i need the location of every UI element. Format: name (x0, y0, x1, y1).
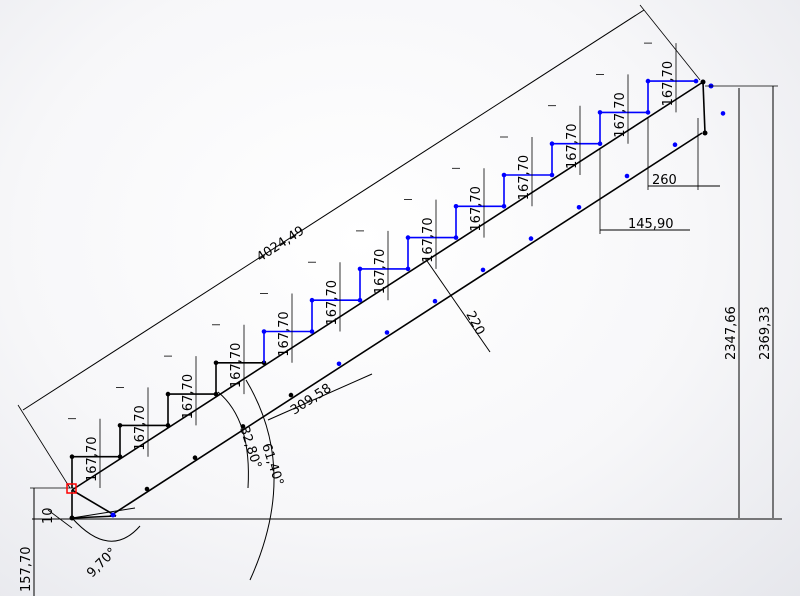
angle-base-arc[interactable] (71, 517, 141, 542)
step-vertex[interactable] (597, 110, 603, 115)
total-length-ext-right (639, 4, 701, 81)
step-vertex[interactable] (213, 391, 219, 397)
stringer-top-line[interactable] (71, 81, 704, 491)
step-vertex[interactable] (165, 391, 171, 397)
height-inner-label[interactable]: 2347,66 (724, 306, 739, 360)
angle-total-arc[interactable] (245, 379, 275, 581)
step-vertex[interactable] (405, 235, 411, 240)
step-vertex[interactable] (405, 266, 411, 272)
rise-dimensions: 167,70 167,70 167,70 167,70 167,70 167,70 167,… (68, 42, 677, 488)
step-vertex[interactable] (261, 329, 267, 334)
stair-steps (69, 78, 726, 521)
stringer-width-label[interactable]: 220 (462, 309, 487, 338)
rise-label[interactable]: 167,70 (229, 343, 244, 389)
top-vertex[interactable] (700, 79, 706, 85)
base-height-label[interactable]: 157,70 (19, 547, 34, 593)
stringer-bottom-line[interactable] (109, 132, 703, 517)
stringer-vertex[interactable] (384, 330, 390, 335)
rise-label[interactable]: 167,70 (85, 437, 100, 483)
rise-label[interactable]: 167,70 (277, 311, 292, 357)
rise-label[interactable]: 167,70 (469, 186, 484, 232)
rise-label[interactable]: 167,70 (565, 124, 580, 170)
stringer-base-bottom[interactable] (71, 515, 117, 519)
rise-label[interactable]: 167,70 (517, 155, 532, 201)
angle-pitch-arc[interactable] (217, 391, 249, 489)
stringer-vertex[interactable] (624, 173, 630, 179)
stringer-top-end[interactable] (702, 81, 706, 134)
stringer-base-diag-2[interactable] (71, 507, 136, 519)
step-vertex[interactable] (453, 204, 459, 209)
stringer-vertex[interactable] (144, 486, 150, 492)
step-vertex[interactable] (357, 266, 363, 272)
stair-stringer-lines (32, 81, 782, 520)
base-gap-dim-line[interactable] (47, 509, 73, 529)
rise-label[interactable]: 167,70 (373, 249, 388, 295)
total-length-label[interactable]: 4024,49 (254, 223, 307, 265)
stringer-vertex[interactable] (576, 205, 582, 210)
tread-label[interactable]: 260 (652, 173, 677, 188)
height-outer-label[interactable]: 2369,33 (758, 306, 773, 360)
stringer-vertex[interactable] (720, 111, 726, 116)
stringer-vertex[interactable] (288, 392, 294, 398)
base-origin-marker[interactable] (66, 483, 77, 494)
step-vertex[interactable] (165, 423, 171, 428)
total-length-ext-left (17, 404, 71, 489)
step-vertex[interactable] (645, 78, 651, 84)
base-vertex[interactable] (110, 512, 116, 518)
step-vertex[interactable] (309, 297, 315, 303)
stringer-base-diag[interactable] (71, 489, 117, 517)
rise-label[interactable]: 167,70 (325, 280, 340, 326)
angle-base-label[interactable]: 9,70° (84, 545, 120, 581)
stringer-width-dim-line[interactable] (424, 257, 491, 353)
stringer-vertex[interactable] (672, 142, 678, 147)
stringer-vertex[interactable] (528, 236, 534, 241)
rise-label[interactable]: 167,70 (613, 92, 628, 138)
top-vertex[interactable] (702, 130, 708, 136)
total-length-dim-line[interactable] (22, 9, 645, 411)
stringer-vertex[interactable] (336, 361, 342, 367)
step-vertex[interactable] (69, 454, 75, 460)
stringer-vertex[interactable] (192, 455, 198, 461)
offset-dim-line[interactable] (267, 373, 373, 421)
stringer-vertex[interactable] (432, 298, 438, 304)
step-vertex[interactable] (117, 423, 123, 428)
rise-label[interactable]: 167,70 (421, 217, 436, 263)
rise-label[interactable]: 167,70 (661, 61, 676, 107)
step-vertex[interactable] (501, 172, 507, 178)
rise-label[interactable]: 167,70 (133, 405, 148, 451)
step-vertex[interactable] (213, 360, 219, 366)
stringer-vertex[interactable] (480, 267, 486, 273)
step-vertex[interactable] (693, 78, 699, 84)
base-gap-label[interactable]: 10 (41, 507, 56, 524)
tread-inner-label[interactable]: 145,90 (628, 217, 674, 232)
step-vertex[interactable] (549, 141, 555, 146)
rise-label[interactable]: 167,70 (181, 374, 196, 420)
